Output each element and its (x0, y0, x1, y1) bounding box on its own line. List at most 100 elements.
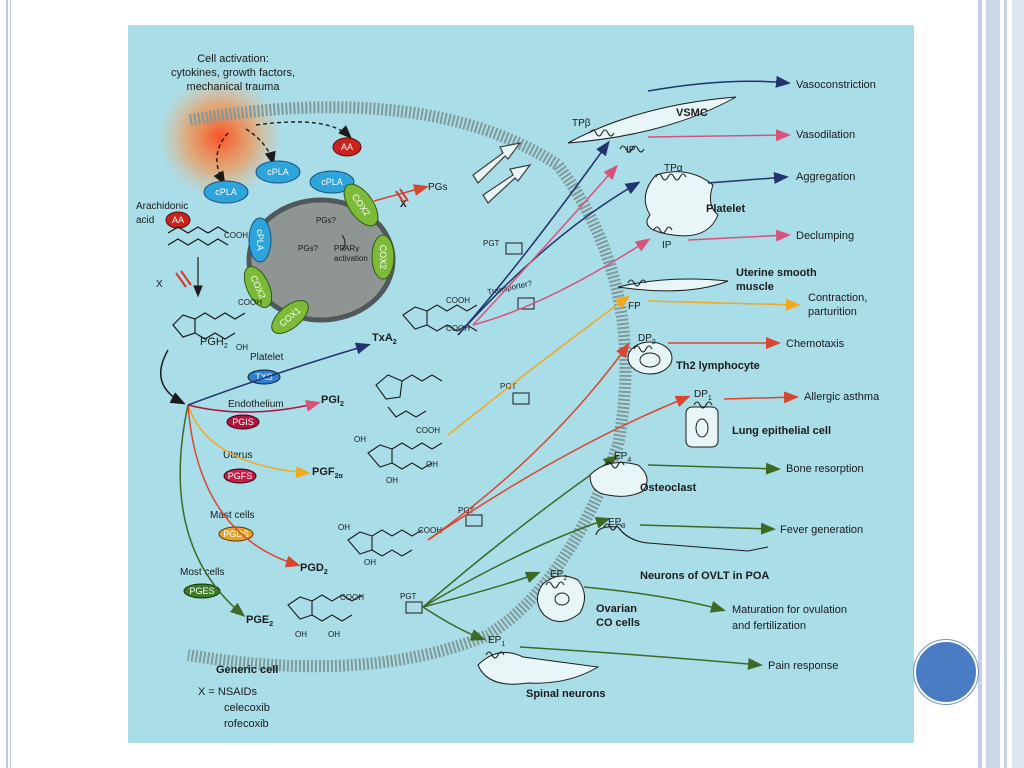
oh-label: OH (386, 476, 398, 485)
osteoclast-label: Osteoclast (640, 482, 697, 494)
bone-resorption-arrow (647, 462, 781, 475)
pgt-transporter-box (405, 601, 423, 614)
enzyme-aa: AA (165, 211, 191, 229)
chemical-structure (287, 304, 478, 622)
outcome-label: parturition (808, 306, 857, 318)
pgs-label: PGs (428, 182, 447, 193)
receptor-label: DP1 (694, 389, 712, 402)
nsaid-x-mark: X (400, 199, 407, 210)
ovarian-label: Ovarian (596, 603, 637, 615)
activation-label: Cell activation: (197, 53, 269, 65)
pgt-transporter-box (465, 514, 483, 527)
receptor-coil-icon (485, 129, 713, 659)
uterine-label: muscle (736, 281, 774, 293)
left-border-line-inner (10, 0, 11, 768)
activation-arrow (255, 121, 352, 139)
enzyme-cpla2: cPLA (255, 160, 301, 184)
svg-text:COX2: COX2 (378, 245, 388, 270)
product-pgd2-label: PGD2 (300, 562, 328, 576)
cooh-label: COOH (446, 324, 470, 333)
pgh2-label: PGH2 (200, 336, 228, 350)
ovarian-cell-nucleus (554, 592, 570, 606)
pgd2-to-dp1-arrow (427, 395, 691, 541)
pgs-question-label: PGs? (316, 216, 337, 225)
cooh-label: COOH (416, 426, 440, 435)
enzyme-cpla2: cPLA (203, 180, 249, 204)
source-cell-label: Mast cells (210, 510, 254, 521)
generic-cell-label: Generic cell (216, 664, 278, 676)
pgd2-synthesis-arrow (187, 404, 301, 568)
svg-text:cPLA: cPLA (321, 177, 343, 187)
pge2-to-ep3-arrow (422, 517, 611, 608)
uterine-label: Uterine smooth (736, 267, 817, 279)
ovarian-label: CO cells (596, 617, 640, 629)
block-mark (399, 188, 409, 202)
pgt-transporter-box (505, 242, 523, 255)
svg-text:AA: AA (172, 215, 184, 225)
asthma-arrow (723, 391, 799, 404)
receptor-label: DP2 (638, 333, 656, 346)
th2-label: Th2 lymphocyte (676, 360, 760, 372)
enzyme-cox2: COX2 (343, 183, 379, 227)
outcome-label: Bone resorption (786, 463, 864, 475)
outcome-label: Chemotaxis (786, 338, 845, 350)
outcome-label: Declumping (796, 230, 854, 242)
right-border-thin (978, 0, 982, 768)
vasoconstriction-arrow (647, 75, 791, 92)
cooh-label: COOH (418, 526, 442, 535)
outcome-label: Maturation for ovulation (732, 604, 847, 616)
receptor-label: EP3 (608, 517, 625, 530)
vsmc-cell (567, 96, 737, 144)
pge2-synthesis-arrow (179, 404, 246, 617)
oh-label: OH (236, 343, 248, 352)
enzyme-pges (183, 583, 221, 599)
svg-text:cPLA: cPLA (267, 167, 289, 177)
product-pgi2-label: PGI2 (321, 394, 344, 408)
pgt-label: PGT (483, 239, 500, 248)
chemical-structure (194, 332, 236, 340)
nsaid-x-mark: X (156, 279, 163, 290)
right-border-band (986, 0, 1000, 768)
svg-text:cPLA: cPLA (255, 229, 265, 251)
pgs-question-label: PGs? (298, 244, 319, 253)
dna-squiggle (341, 234, 346, 252)
enzyme-cox2: COX2 (243, 266, 273, 308)
activation-arrow (213, 132, 229, 186)
product-txa2-label: TxA2 (372, 332, 397, 346)
oh-label: OH (426, 460, 438, 469)
enzyme-txs-label: TXS (255, 372, 273, 382)
receptor-label: IP (662, 240, 672, 251)
pgi2-to-ip-arrow (472, 238, 651, 326)
outcome-label: Vasodilation (796, 129, 855, 141)
source-cell-label: Platelet (250, 352, 284, 363)
enzyme-cox1: COX1 (271, 300, 309, 334)
activation-arrow (245, 128, 276, 166)
svg-text:cPLA: cPLA (215, 187, 237, 197)
hollow-arrow-icon (472, 142, 522, 184)
arachidonic-label: Arachidonic (136, 201, 188, 212)
pge2-to-ep1-arrow (422, 606, 486, 641)
ppar-label: PPARγ (334, 244, 359, 253)
pgh2-flow-arrow (160, 349, 186, 405)
ovulation-arrow (583, 586, 726, 613)
pgi2-to-ip-vsmc-arrow (472, 164, 618, 326)
platelet-label: Platelet (706, 203, 745, 215)
pgs-export-arrow (373, 184, 429, 202)
receptor-label: EP4 (614, 451, 631, 464)
pgt-transporter-box (512, 392, 530, 405)
receptor-label: TPβ (572, 118, 591, 129)
right-border-outer (1012, 0, 1024, 768)
receptor-label: EP1 (488, 635, 505, 648)
vsmc-label: VSMC (676, 107, 708, 119)
outcome-label: Pain response (768, 660, 838, 672)
activation-label: cytokines, growth factors, (171, 67, 295, 79)
lung-label: Lung epithelial cell (732, 425, 831, 437)
pge2-to-ep2-arrow (422, 571, 541, 608)
left-border-line (6, 0, 8, 768)
pgt-label: PGT (400, 592, 417, 601)
enzyme-pges-label: PGES (189, 586, 214, 596)
product-pgf2a-label: PGF2α (312, 466, 344, 480)
ovlt-neuron (595, 526, 769, 552)
contraction-arrow (647, 298, 801, 311)
lung-cell-nucleus (695, 418, 709, 438)
